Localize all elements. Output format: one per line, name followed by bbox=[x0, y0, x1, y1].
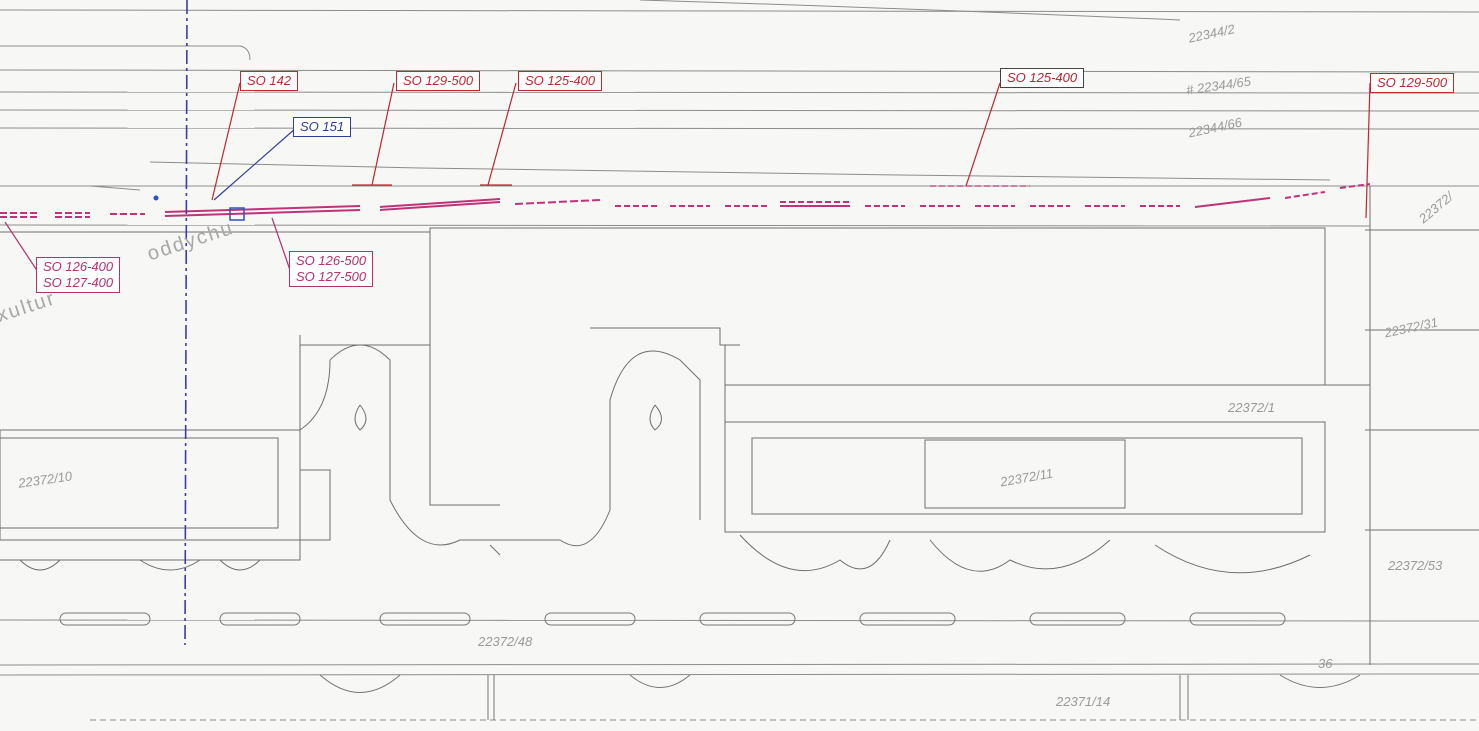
tag-so126-127-500[interactable]: SO 126-500 SO 127-500 bbox=[289, 251, 374, 287]
building-left bbox=[0, 345, 331, 571]
tag-so142[interactable]: SO 142 bbox=[240, 71, 299, 91]
tag-so129-500-left[interactable]: SO 129-500 bbox=[396, 71, 481, 91]
parcel-number: 36 bbox=[1318, 656, 1333, 671]
tag-line: SO 126-400 bbox=[43, 259, 114, 274]
leader-so151 bbox=[213, 127, 297, 201]
parcel-number: 22371/14 bbox=[1056, 694, 1111, 709]
tag-so151[interactable]: SO 151 bbox=[293, 117, 352, 137]
tag-so126-127-400[interactable]: SO 126-400 SO 127-400 bbox=[36, 257, 121, 293]
courtyard-arches bbox=[329, 344, 701, 556]
boundary-axis bbox=[184, 0, 188, 646]
tag-so125-400-left[interactable]: SO 125-400 bbox=[518, 71, 603, 91]
so151-marker bbox=[229, 207, 245, 221]
building-right bbox=[724, 345, 1326, 574]
tag-so129-500-right[interactable]: SO 129-500 bbox=[1370, 73, 1455, 93]
cable-route bbox=[0, 183, 1371, 218]
point-marker bbox=[153, 195, 159, 201]
tag-line: SO 126-500 bbox=[296, 253, 367, 268]
parcel-number: 22372/1 bbox=[1228, 400, 1275, 415]
parcel-number: 22372/48 bbox=[478, 634, 533, 649]
parcel-number: 22372/53 bbox=[1388, 558, 1443, 573]
building-frontage bbox=[0, 186, 1479, 665]
tag-so125-400-right[interactable]: SO 125-400 bbox=[1000, 68, 1085, 88]
tag-line: SO 127-500 bbox=[296, 269, 367, 284]
tag-line: SO 127-400 bbox=[43, 275, 114, 290]
leader-lines bbox=[4, 82, 1371, 273]
parking-islands bbox=[59, 612, 1361, 720]
